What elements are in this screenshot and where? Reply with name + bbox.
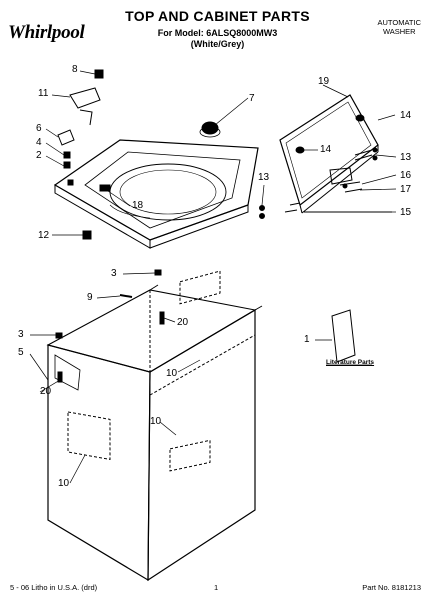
appliance-type: AUTOMATIC WASHER [378,18,421,36]
literature-parts-label: Literature Parts [326,359,375,366]
literature-booklet [331,309,356,363]
appliance-type-line1: AUTOMATIC [377,18,421,27]
appliance-type-line2: WASHER [382,27,416,36]
callout-2: 2 [36,150,42,161]
callout-4: 4 [36,137,42,148]
footer-litho: 5 - 06 Litho in U.S.A. (drd) [10,583,98,592]
callout-20-left: 20 [40,386,52,397]
callout-18: 18 [132,200,144,211]
callout-1: 1 [304,334,310,345]
callout-13-left: 13 [258,172,270,183]
cabinet [46,270,263,582]
brand-logo: Whirlpool [8,22,85,43]
lid-hinge-assembly [259,147,392,219]
variant-line: (White/Grey) [190,39,245,49]
callout-10-front: 10 [150,416,162,427]
model-line: For Model: 6ALSQ8000MW3 [157,28,278,38]
footer-part-no: Part No. 8181213 [362,583,421,592]
callout-16: 16 [400,170,412,181]
footer-page: 1 [214,583,219,592]
lid-switch-actuator [199,121,221,138]
callout-13-right: 13 [400,152,412,163]
callout-6: 6 [36,123,42,134]
page-title: TOP AND CABINET PARTS [125,8,310,24]
callout-5: 5 [18,347,24,358]
callout-19: 19 [318,76,330,87]
callout-10-left: 10 [58,478,70,489]
part-12-shape [82,230,92,240]
callout-14-right: 14 [400,110,412,121]
callout-14-left: 14 [320,144,332,155]
washer-top-panel [53,139,259,249]
callout-9: 9 [87,292,93,303]
callout-20-right: 20 [177,317,189,328]
leader-lines [29,70,397,484]
callout-15: 15 [400,207,412,218]
callout-12: 12 [38,230,50,241]
callout-10-right: 10 [166,368,178,379]
callout-3-top: 3 [111,268,117,279]
callout-3-left: 3 [18,329,24,340]
callout-17: 17 [400,184,412,195]
callout-11: 11 [38,88,49,99]
callout-7: 7 [249,93,255,104]
callout-8: 8 [72,64,78,75]
